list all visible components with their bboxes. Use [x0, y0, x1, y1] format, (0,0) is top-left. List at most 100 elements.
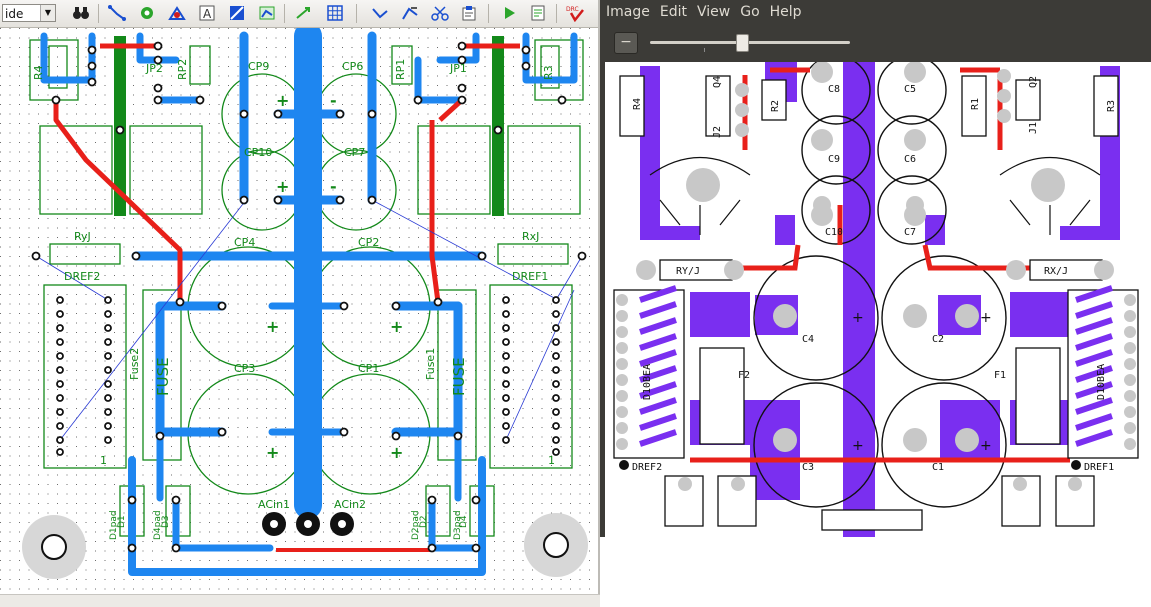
render-label-r3: R3 — [1106, 100, 1117, 112]
label-d1pad: D1pad — [109, 510, 119, 540]
edit-trace-icon[interactable] — [399, 3, 421, 23]
render-labels: C8 C5 C9 C6 C10 C7 R4 Q4 J2 R2 R1 Q2 J1 … — [632, 76, 1117, 473]
copper-fill-icon[interactable] — [226, 3, 248, 23]
clipboard-icon[interactable] — [458, 3, 480, 23]
render-polarity-marks: + + + + — [852, 310, 992, 454]
ratsnest-lines — [35, 199, 583, 441]
menu-image[interactable]: Image — [606, 4, 650, 20]
label-r4: R4 — [32, 65, 45, 80]
svg-text:+: + — [980, 438, 992, 454]
plus-mark: + — [266, 443, 279, 462]
svg-text:+: + — [852, 438, 864, 454]
render-dref2-marker — [619, 460, 629, 470]
render-label-dref2: DREF2 — [632, 462, 662, 473]
label-cp4: CP4 — [234, 236, 255, 249]
svg-text:+: + — [980, 310, 992, 326]
silkscreen-labels: R4 JP2 RP2 RP1 JP1 R3 CP9 CP6 CP10 CP7 R… — [32, 59, 555, 540]
trace-icon[interactable] — [369, 3, 391, 23]
pane-divider[interactable] — [598, 0, 600, 606]
render-label-rxj: RX/J — [1044, 266, 1068, 277]
text-icon[interactable]: A — [196, 3, 218, 23]
menu-help[interactable]: Help — [769, 4, 802, 20]
grid-icon[interactable] — [324, 3, 346, 23]
chevron-down-icon[interactable]: ▼ — [40, 5, 55, 21]
layer-select[interactable]: ide ▼ — [2, 4, 56, 22]
bottom-copper-traces — [40, 28, 578, 576]
zoom-slider-thumb[interactable] — [736, 34, 749, 52]
label-dref2: DREF2 — [64, 270, 100, 283]
svg-text:+: + — [852, 310, 864, 326]
label-d1: D1 — [117, 515, 127, 528]
component-pads — [31, 41, 587, 553]
render-label-ryj: RY/J — [676, 266, 700, 277]
render-label-c10: C10 — [825, 227, 843, 238]
zoom-toolbar: − — [600, 24, 1151, 62]
label-d4: D4 — [459, 515, 469, 528]
toolbar-separator — [556, 4, 557, 23]
plus-mark: + — [390, 443, 403, 462]
label-cp6: CP6 — [342, 60, 363, 73]
render-diode-stripes — [639, 285, 1113, 447]
label-cp7: CP7 — [344, 146, 365, 159]
plus-mark: + — [276, 91, 289, 110]
render-label-r4: R4 — [632, 98, 643, 110]
viewer-menubar: Image Edit View Go Help — [600, 0, 1151, 24]
label-pin-one-left: 1 — [100, 454, 107, 467]
run-icon[interactable] — [498, 3, 520, 23]
label-cp1: CP1 — [358, 362, 379, 375]
plus-mark: + — [266, 317, 279, 336]
zoom-slider-track[interactable] — [650, 41, 850, 44]
route-wire-icon[interactable] — [106, 3, 128, 23]
measure-icon[interactable] — [292, 3, 314, 23]
render-dref1-marker — [1071, 460, 1081, 470]
menu-go[interactable]: Go — [740, 4, 760, 20]
render-label-r2: R2 — [770, 100, 781, 112]
menu-view[interactable]: View — [696, 4, 731, 20]
net-connect-icon[interactable] — [166, 3, 188, 23]
layer-select-value: ide — [5, 7, 24, 21]
render-pads — [616, 62, 1136, 491]
render-label-c9: C9 — [828, 154, 840, 165]
label-jp1: JP1 — [449, 62, 467, 75]
render-label-c2: C2 — [932, 334, 944, 345]
label-rp1: RP1 — [394, 59, 407, 80]
pcb-layout-canvas[interactable]: R4 JP2 RP2 RP1 JP1 R3 CP9 CP6 CP10 CP7 R… — [0, 28, 598, 594]
binoculars-icon[interactable] — [70, 3, 92, 23]
horizontal-scrollbar[interactable] — [0, 594, 600, 607]
render-label-c6: C6 — [904, 154, 916, 165]
render-heatsink-hole — [686, 168, 720, 202]
menu-edit[interactable]: Edit — [659, 4, 687, 20]
label-d2: D2 — [419, 515, 429, 528]
toolbar-separator — [284, 4, 285, 23]
label-fuse-right: FUSE — [450, 357, 468, 396]
image-viewer-window: Image Edit View Go Help − — [600, 0, 1151, 537]
render-label-c1: C1 — [932, 462, 944, 473]
via-icon[interactable] — [136, 3, 158, 23]
render-label-f2: F2 — [738, 370, 750, 381]
toolbar-separator — [98, 4, 99, 23]
render-label-r1: R1 — [970, 98, 981, 110]
report-icon[interactable] — [527, 3, 549, 23]
label-cp3: CP3 — [234, 362, 255, 375]
render-label-f1: F1 — [994, 370, 1006, 381]
svg-text:A: A — [203, 7, 212, 21]
label-cp10: CP10 — [244, 146, 272, 159]
render-label-q4: Q4 — [712, 76, 723, 88]
drc-label: DRC — [566, 6, 579, 13]
render-label-j2: J2 — [712, 126, 723, 138]
render-label-d10bea-left: D10BEA — [642, 364, 653, 400]
render-label-d10bea-right: D10BEA — [1096, 364, 1107, 400]
ac-input-pads — [262, 512, 354, 536]
zoom-out-button[interactable]: − — [614, 32, 638, 54]
scissors-icon[interactable] — [429, 3, 451, 23]
label-fuse1: Fuse1 — [424, 348, 437, 380]
label-cp9: CP9 — [248, 60, 269, 73]
pcb-toolbar: ide ▼ A — [0, 0, 598, 28]
polygon-icon[interactable] — [256, 3, 278, 23]
drc-icon[interactable]: DRC — [565, 3, 587, 23]
toolbar-separator — [356, 4, 357, 23]
minus-mark: - — [330, 91, 337, 110]
label-acin2: ACin2 — [334, 498, 366, 511]
label-jp2: JP2 — [145, 62, 163, 75]
label-rp2: RP2 — [176, 59, 189, 80]
